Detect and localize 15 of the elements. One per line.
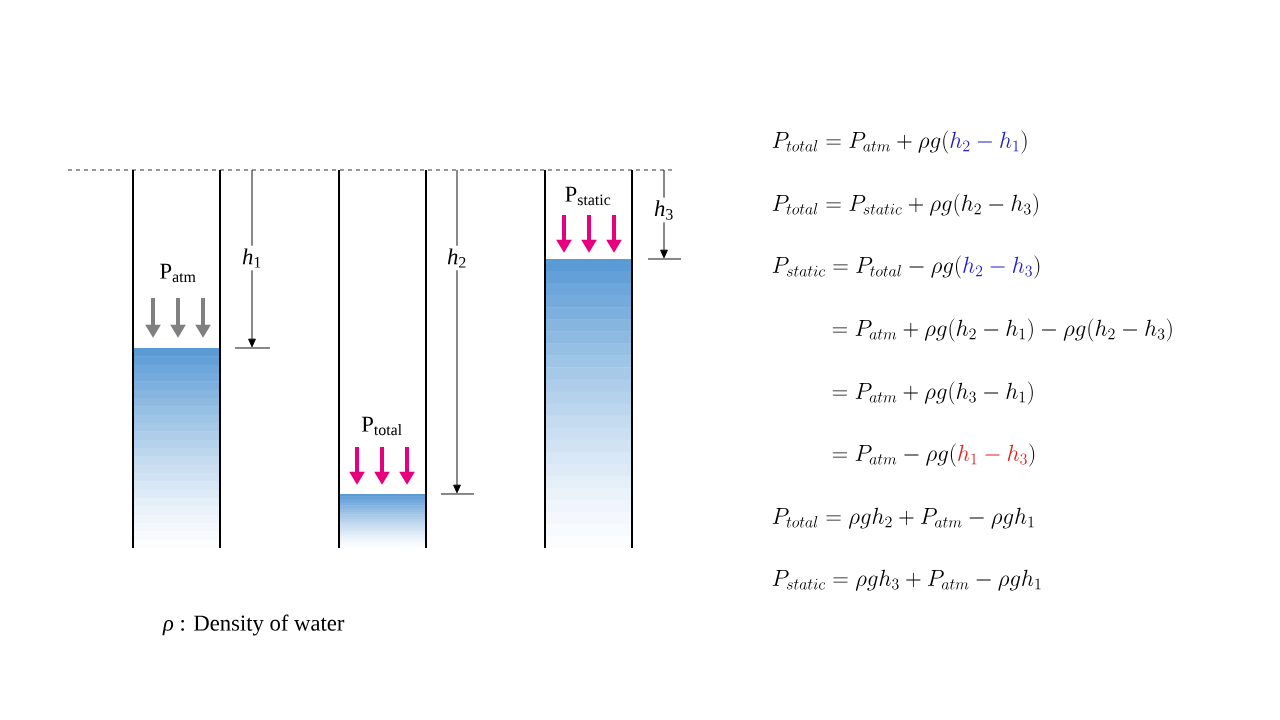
equation: $P_{total} = P_{static} + \rho g(h_2 - h_3)$ [772, 193, 1038, 217]
note-text: ρ : Density of water [162, 614, 345, 636]
pressure-label: P$_{total}$ [361, 416, 402, 436]
pressure-label: P$_{static}$ [565, 186, 611, 206]
equation: $= P_{atm} - \rho g(\textcolor{red}{h_1 - h_3})$ [832, 443, 1035, 467]
height-label: h$_{2}$ [444, 245, 470, 271]
equation: $P_{total} = \rho g h_2 + P_{atm} - \rho g h_1$ [772, 507, 1034, 529]
equation: $P_{static} = \rho g h_3 + P_{atm} - \rho g h_1$ [772, 569, 1041, 591]
height-label: h$_{3}$ [651, 197, 677, 223]
height-label: h$_{1}$ [239, 245, 265, 271]
equation: $P_{total} = P_{atm} + \rho g(\textcolor{blue}{h_2 - h_1})$ [772, 130, 1027, 154]
equation: $= P_{atm} + \rho g(h_3 - h_1)$ [832, 381, 1033, 405]
equation: $P_{static} = P_{total} - \rho g(\textcolor{blue}{h_2 - h_3})$ [772, 255, 1040, 279]
pressure-label: P$_{atm}$ [160, 263, 196, 283]
equation: $= P_{atm} + \rho g(h_2 - h_1) - \rho g(h_2 - h_3)$ [832, 318, 1172, 342]
